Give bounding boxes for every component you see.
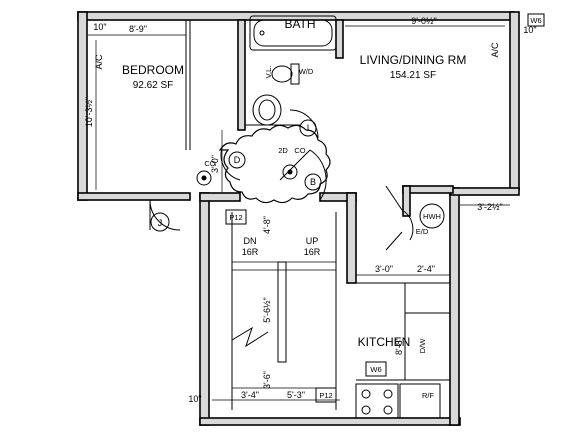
dim-bottom-wall: 10" bbox=[188, 394, 201, 404]
co-right-label: CO bbox=[294, 146, 305, 155]
co-2d-label: 2D bbox=[278, 146, 288, 155]
dim-bedroom-depth: 10'-3½" bbox=[84, 97, 94, 127]
dim-top-wall-left: 10" bbox=[93, 22, 106, 32]
door-tag-d bbox=[228, 151, 246, 169]
tag-w6-top: W6 bbox=[530, 16, 541, 25]
living-area: 154.21 SF bbox=[390, 70, 436, 81]
tag-ed: E/D bbox=[416, 227, 429, 236]
dim-bottom-left: 3'-4" bbox=[241, 390, 259, 400]
co-left-label: CO bbox=[204, 159, 215, 168]
bath-fixtures bbox=[249, 15, 337, 126]
tag-ref: R/F bbox=[422, 391, 435, 400]
bedroom-label: BEDROOM bbox=[122, 63, 184, 77]
living-label: LIVING/DINING RM bbox=[360, 53, 467, 67]
dim-stair-run: 5'-6½" bbox=[262, 297, 272, 322]
door-j-label: J bbox=[158, 218, 163, 228]
tag-box-p12-bottom bbox=[315, 387, 337, 403]
dim-stair-tread: 4'-8" bbox=[262, 216, 272, 234]
tag-ac-right: A/C bbox=[490, 42, 500, 58]
door-d-label: D bbox=[234, 155, 241, 165]
tag-hwh: HWH bbox=[423, 212, 441, 221]
tag-box-p12-left bbox=[225, 209, 247, 225]
kitchen-label: KITCHEN bbox=[358, 335, 411, 349]
tag-wd: W/D bbox=[299, 67, 314, 76]
co-detector-right bbox=[282, 164, 298, 180]
dim-right-offset: 3'-2½" bbox=[477, 202, 502, 212]
bedroom-area: 92.62 SF bbox=[133, 80, 174, 91]
door-tag-b bbox=[304, 173, 322, 191]
dim-kitchen-width: 3'-0" bbox=[375, 264, 393, 274]
tag-p12-left: P12 bbox=[229, 213, 242, 222]
tag-box-w6-kitchen bbox=[365, 361, 387, 377]
dim-hall-depth: 3'-0" bbox=[210, 155, 220, 173]
dim-stair-lower: 3'-6" bbox=[262, 371, 272, 389]
stair-down-risers: 16R bbox=[242, 247, 259, 257]
dim-bottom-mid: 5'-3" bbox=[287, 390, 305, 400]
stair-up-risers: 16R bbox=[304, 247, 321, 257]
dim-kitchen-sub: 2'-4" bbox=[417, 264, 435, 274]
tag-p12-bottom: P12 bbox=[319, 391, 332, 400]
door-i-label: I bbox=[307, 123, 310, 133]
door-tag-i bbox=[299, 119, 317, 137]
stair-down-label: DN bbox=[244, 236, 257, 246]
tag-w6-kitchen: W6 bbox=[370, 365, 381, 374]
stove bbox=[355, 383, 441, 419]
dim-living-width: 9'-0½" bbox=[411, 16, 436, 26]
bath-label: BATH bbox=[284, 17, 315, 31]
doors bbox=[149, 109, 414, 251]
tag-box-w6-top bbox=[527, 13, 545, 27]
tag-dim-v: V.L. bbox=[264, 66, 273, 79]
door-tag-j bbox=[150, 212, 170, 232]
interior-lines bbox=[185, 20, 451, 410]
tag-ac-left: A/C bbox=[94, 54, 104, 70]
tag-dw: D/W bbox=[418, 338, 427, 354]
dim-kitchen-depth: 8'-8" bbox=[394, 337, 404, 355]
stair-up-label: UP bbox=[306, 236, 319, 246]
dimension-lines bbox=[88, 25, 510, 401]
dim-top-wall-right: 10" bbox=[523, 25, 536, 35]
water-heater-symbol bbox=[419, 203, 445, 229]
door-b-label: B bbox=[310, 177, 316, 187]
co-detector-left bbox=[196, 170, 212, 186]
dim-bedroom-width: 8'-9" bbox=[129, 24, 147, 34]
revision-cloud bbox=[218, 124, 331, 204]
